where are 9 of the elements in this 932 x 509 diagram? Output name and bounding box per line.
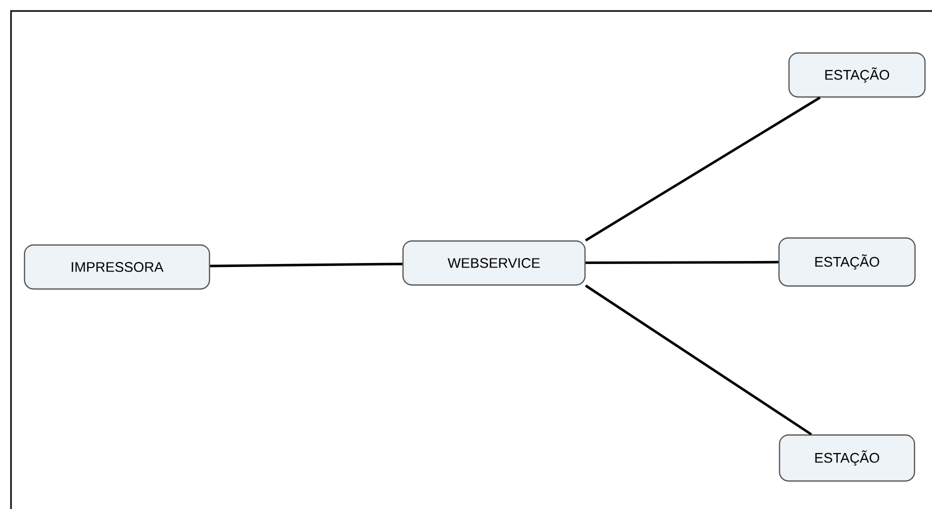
concept-box: WEBSERVICE: [402, 240, 586, 286]
connector-line: [586, 260, 778, 264]
concept-box: ESTAÇÃO: [778, 237, 916, 287]
concept-box: IMPRESSORA: [24, 244, 210, 290]
connector-line: [584, 96, 821, 242]
concept-box: ESTAÇÃO: [778, 434, 916, 482]
concept-box: ESTAÇÃO: [788, 52, 926, 98]
connector-line: [210, 262, 402, 268]
connector-line: [584, 284, 812, 436]
